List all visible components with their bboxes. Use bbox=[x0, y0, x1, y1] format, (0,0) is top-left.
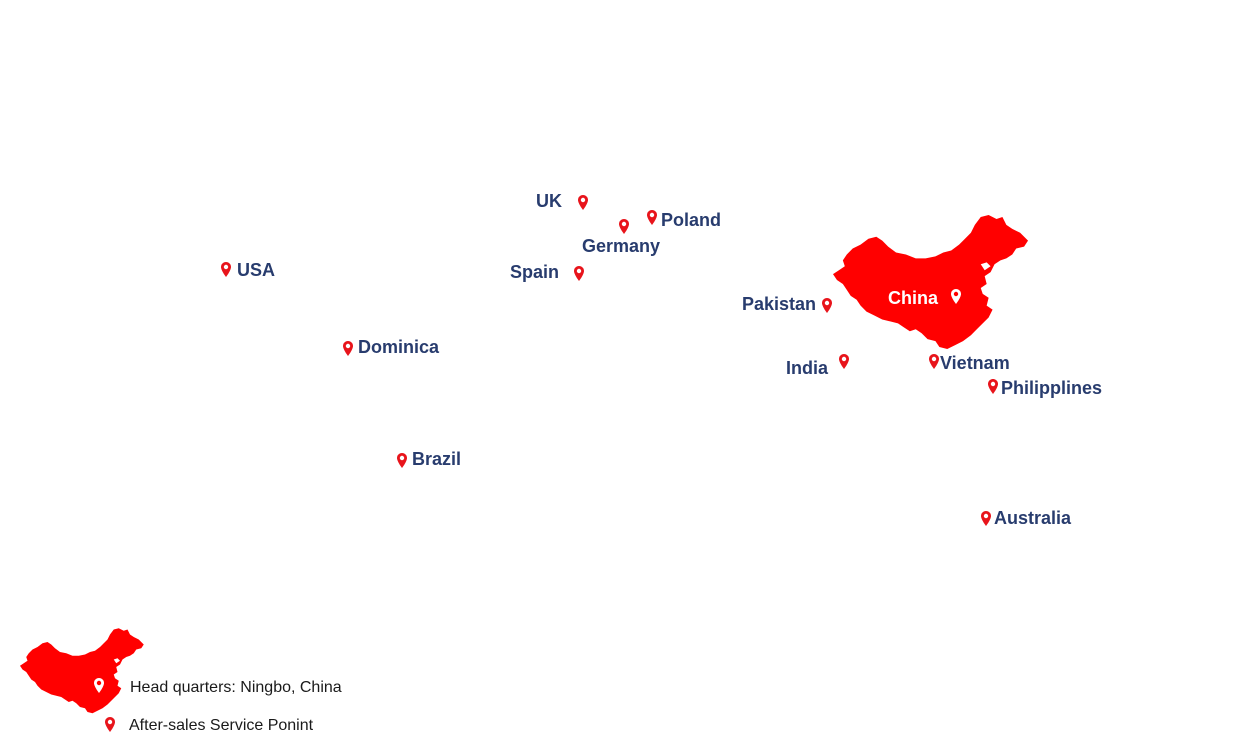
location-label-philippines: Philipplines bbox=[1001, 378, 1103, 398]
legend-china-icon bbox=[20, 628, 145, 716]
location-pin-icon-usa[interactable] bbox=[221, 262, 231, 277]
location-label-poland: Poland bbox=[661, 210, 722, 230]
location-pin-icon-vietnam[interactable] bbox=[929, 354, 939, 369]
location-label-uk: UK bbox=[536, 191, 562, 211]
headquarters-pin-icon[interactable] bbox=[951, 289, 961, 304]
location-pin-icon-germany[interactable] bbox=[619, 219, 629, 234]
location-label-india: India bbox=[786, 358, 829, 378]
location-pin-icon-brazil[interactable] bbox=[397, 453, 407, 468]
location-pin-icon-poland[interactable] bbox=[647, 210, 657, 225]
legend-headquarters-label: Head quarters: Ningbo, China bbox=[130, 679, 342, 696]
location-pin-icon-dominica[interactable] bbox=[343, 341, 353, 356]
location-pin-icon-uk[interactable] bbox=[578, 195, 588, 210]
location-label-usa: USA bbox=[237, 260, 276, 280]
location-label-spain: Spain bbox=[510, 262, 560, 282]
location-label-australia: Australia bbox=[994, 508, 1072, 528]
legend-service-pin-icon bbox=[105, 717, 115, 732]
location-pin-icon-philippines[interactable] bbox=[988, 379, 998, 394]
china-label: China bbox=[888, 288, 939, 308]
location-pin-icon-australia[interactable] bbox=[981, 511, 991, 526]
location-pin-icon-india[interactable] bbox=[839, 354, 849, 369]
location-pin-icon-spain[interactable] bbox=[574, 266, 584, 281]
location-label-pakistan: Pakistan bbox=[742, 294, 817, 314]
china-map-shape bbox=[833, 215, 1030, 353]
location-label-dominica: Dominica bbox=[358, 337, 440, 357]
legend-service-label: After-sales Service Ponint bbox=[129, 717, 314, 734]
location-label-vietnam: Vietnam bbox=[940, 353, 1010, 373]
legend-headquarters-pin-icon bbox=[94, 678, 104, 693]
location-label-germany: Germany bbox=[582, 236, 661, 256]
location-pin-icon-pakistan[interactable] bbox=[822, 298, 832, 313]
location-label-brazil: Brazil bbox=[412, 449, 462, 469]
